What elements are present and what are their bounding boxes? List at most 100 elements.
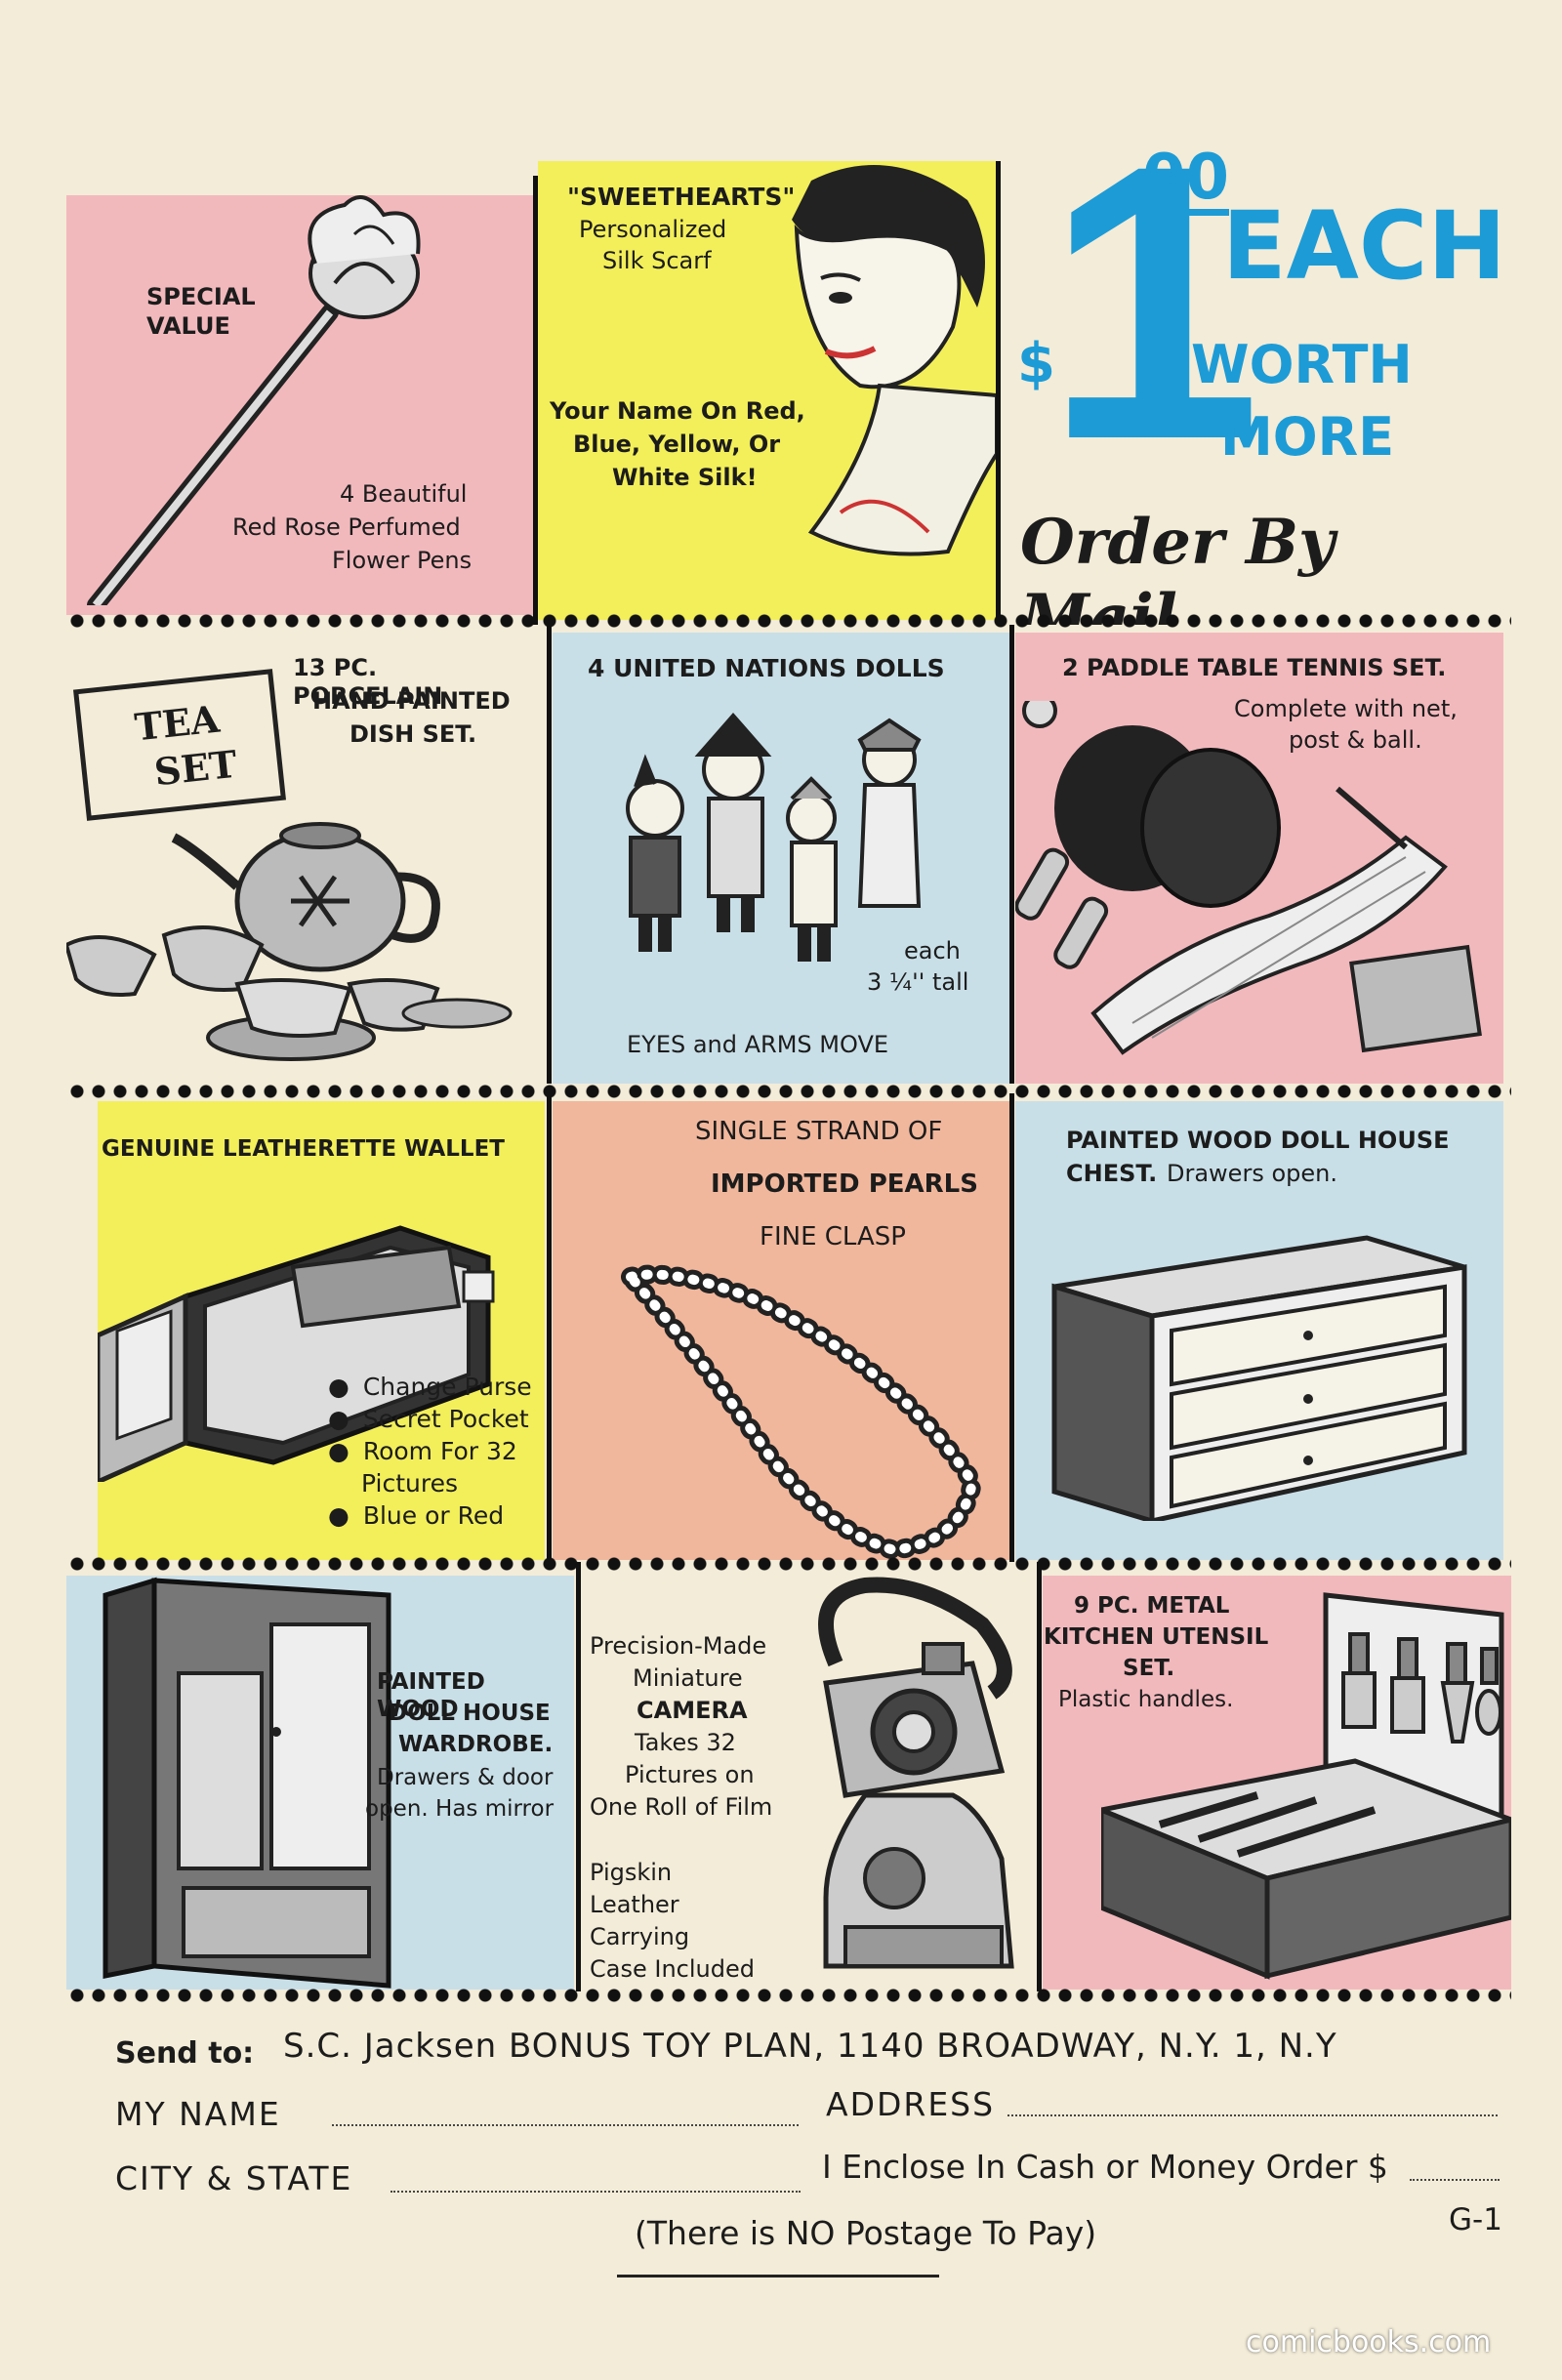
tennis-title: 2 PADDLE TABLE TENNIS SET.	[1062, 654, 1447, 681]
panel-silk-scarf: "SWEETHEARTS" Personalized Silk Scarf Yo…	[538, 161, 997, 620]
dotted-divider	[66, 1556, 1511, 1572]
name-label: MY NAME	[115, 2095, 281, 2133]
panel-un-dolls: 4 UNITED NATIONS DOLLS each 3 ¼'' tall E…	[553, 633, 1009, 1084]
paddles-icon	[1015, 701, 1482, 1055]
wallet-feature-2: Secret Pocket	[328, 1405, 529, 1434]
pen-title-l1: SPECIAL	[146, 283, 256, 310]
name-field[interactable]	[332, 2124, 799, 2126]
camera-case-l3: Carrying	[590, 1923, 690, 1950]
tennis-desc-l2: post & ball.	[1289, 726, 1422, 754]
pen-title-l2: VALUE	[146, 312, 230, 340]
tea-sign-l2: SET	[151, 741, 239, 795]
divider	[996, 161, 1001, 625]
wallet-title: GENUINE LEATHERETTE WALLET	[102, 1136, 505, 1162]
divider	[1037, 1562, 1042, 1991]
price-one: 1	[1045, 146, 1262, 520]
pen-desc-l2: Red Rose Perfumed	[232, 513, 461, 541]
dolls-size-l1: each	[904, 937, 961, 964]
dotted-divider	[66, 613, 1511, 629]
dolls-title: 4 UNITED NATIONS DOLLS	[588, 654, 945, 682]
kitchen-title-l1: 9 PC. METAL	[1074, 1593, 1230, 1619]
panel-price-header: $ 1 00 EACH WORTH MORE Order By Mail	[1006, 146, 1503, 625]
divider	[576, 1562, 581, 1991]
chest-icon	[1051, 1235, 1467, 1521]
woman-scarf-icon	[792, 165, 997, 556]
panel-table-tennis: 2 PADDLE TABLE TENNIS SET. Complete with…	[1015, 633, 1503, 1084]
pearl-necklace-icon	[621, 1264, 983, 1560]
amount-field[interactable]	[1410, 2179, 1500, 2181]
price-worth: WORTH	[1191, 334, 1413, 395]
address-field[interactable]	[1007, 2114, 1498, 2116]
camera-icon	[818, 1577, 1014, 1969]
camera-l6: One Roll of Film	[590, 1793, 773, 1821]
kitchen-desc: Plastic handles.	[1058, 1687, 1234, 1712]
wallet-feature-4: Pictures	[361, 1469, 458, 1498]
dotted-divider	[66, 1084, 1511, 1099]
send-to-label: Send to:	[115, 2036, 255, 2071]
wardrobe-title-l3: WARDROBE.	[398, 1732, 554, 1757]
tennis-desc-l1: Complete with net,	[1234, 695, 1458, 722]
pen-desc-l3: Flower Pens	[332, 547, 473, 574]
kitchen-title-l3: SET.	[1123, 1656, 1175, 1681]
camera-l4: Takes 32	[635, 1729, 736, 1756]
tea-title-l3: DISH SET.	[349, 720, 477, 748]
dollar-sign: $	[1017, 332, 1055, 395]
tea-sign-icon	[73, 669, 286, 821]
camera-l3: CAMERA	[637, 1697, 748, 1724]
wardrobe-icon	[103, 1577, 391, 1989]
dolls-icon	[626, 712, 922, 962]
pearls-title-l3: FINE CLASP	[760, 1222, 906, 1252]
camera-l5: Pictures on	[625, 1761, 755, 1788]
postage-note: (There is NO Postage To Pay)	[635, 2214, 1097, 2252]
panel-pearls: SINGLE STRAND OF IMPORTED PEARLS FINE CL…	[553, 1101, 1009, 1560]
enclose-label: I Enclose In Cash or Money Order $	[822, 2148, 1388, 2186]
chest-title-l2: CHEST.	[1066, 1160, 1158, 1187]
divider	[1009, 1093, 1014, 1562]
dolls-footer: EYES and ARMS MOVE	[627, 1031, 889, 1058]
wallet-feature-5: Blue or Red	[328, 1501, 504, 1531]
watermark: comicbooks.com	[1246, 2325, 1492, 2359]
divider	[1009, 625, 1014, 1084]
city-field[interactable]	[390, 2191, 801, 2193]
panel-wallet: GENUINE LEATHERETTE WALLET Change Purse …	[98, 1101, 545, 1560]
divider	[533, 176, 538, 625]
tea-title-l2: HAND PAINTED	[312, 687, 511, 715]
rose-pen-icon	[87, 195, 421, 605]
panel-kitchen-utensils: 9 PC. METAL KITCHEN UTENSIL SET. Plastic…	[1043, 1576, 1511, 1990]
camera-case-l1: Pigskin	[590, 1859, 673, 1886]
price-cents: 00	[1142, 146, 1230, 216]
chest-title-l1: PAINTED WOOD DOLL HOUSE	[1066, 1127, 1450, 1154]
pen-desc-l1: 4 Beautiful	[340, 480, 468, 508]
chest-title-l2b: Drawers open.	[1167, 1160, 1337, 1187]
tea-sign-l1: TEA	[132, 696, 222, 750]
price-each: EACH	[1222, 191, 1503, 301]
page-code: G-1	[1449, 2202, 1502, 2237]
dotted-divider	[66, 1988, 1511, 2003]
scarf-desc-l2: Blue, Yellow, Or	[573, 431, 781, 458]
wardrobe-desc-l2: open. Has mirror	[365, 1796, 555, 1822]
panel-camera: Precision-Made Miniature CAMERA Takes 32…	[582, 1576, 1037, 1990]
wardrobe-title-l2: DOLL HOUSE	[389, 1701, 551, 1726]
postage-underline	[617, 2275, 939, 2277]
order-by-mail: Order By Mail	[1020, 506, 1336, 625]
camera-case-l2: Leather	[590, 1891, 679, 1918]
kitchen-title-l2: KITCHEN UTENSIL	[1044, 1624, 1269, 1650]
panel-chest: PAINTED WOOD DOLL HOUSE CHEST. Drawers o…	[1015, 1101, 1503, 1560]
price-more: MORE	[1220, 406, 1395, 468]
scarf-desc-l3: White Silk!	[612, 464, 758, 491]
scarf-sub-l2: Silk Scarf	[602, 247, 712, 274]
utensil-set-icon	[1101, 1592, 1511, 1980]
send-to-address: S.C. Jacksen BONUS TOY PLAN, 1140 BROADW…	[283, 2027, 1337, 2066]
divider	[547, 1093, 552, 1562]
camera-l1: Precision-Made	[590, 1632, 767, 1660]
wallet-feature-3: Room For 32	[328, 1437, 517, 1466]
wardrobe-desc-l1: Drawers & door	[377, 1765, 554, 1790]
city-label: CITY & STATE	[115, 2159, 353, 2197]
tea-set-icon	[66, 822, 513, 1061]
panel-tea-set: TEA SET 13 PC. PORCELAIN HAND PAINTED DI…	[66, 633, 533, 1084]
wardrobe-title-l1: PAINTED WOOD	[377, 1669, 485, 1722]
tea-title-l1: 13 PC. PORCELAIN	[293, 654, 443, 710]
scarf-sub-l1: Personalized	[579, 216, 727, 243]
panel-flower-pens: SPECIAL VALUE 4 Beautiful Red Rose Perfu…	[66, 195, 535, 615]
